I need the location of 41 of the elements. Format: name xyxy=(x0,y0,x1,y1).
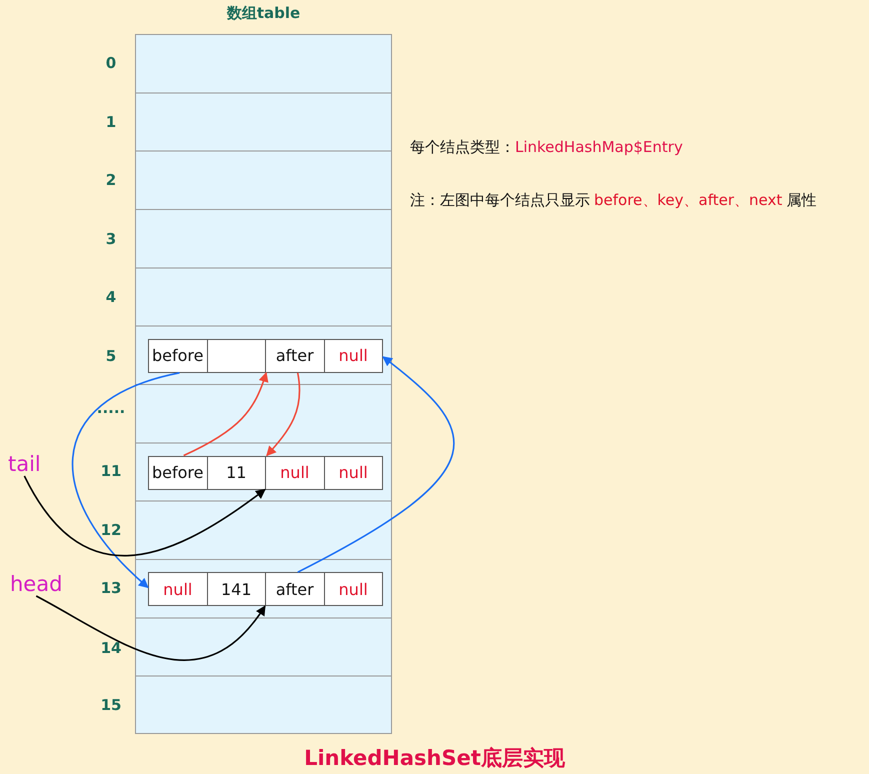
type-name: LinkedHashMap$Entry xyxy=(515,138,683,156)
row-index: 13 xyxy=(100,579,122,597)
blank-cell xyxy=(206,338,266,373)
note-text: 注：左图中每个结点只显示 xyxy=(410,191,590,209)
arrow xyxy=(183,372,268,456)
row-index: 2 xyxy=(104,171,118,189)
row-index: 15 xyxy=(100,696,122,714)
arrow xyxy=(24,476,266,556)
pointer-label: tail xyxy=(8,452,41,476)
row-index: 5 xyxy=(104,347,118,365)
table-title: 数组table xyxy=(226,4,302,23)
entry-cell: after xyxy=(265,572,324,606)
entry-cell: after xyxy=(265,338,324,373)
pointer-label: head xyxy=(10,572,62,596)
caption: LinkedHashSet底层实现 xyxy=(303,745,566,772)
arrow xyxy=(266,372,300,456)
entry-box xyxy=(148,456,382,490)
row-index: 1 xyxy=(104,113,118,131)
field-names: before、key、after、next xyxy=(594,191,782,209)
entry-cell: null xyxy=(148,572,208,606)
entry-cell: null xyxy=(265,456,324,490)
note-text: 属性 xyxy=(786,191,816,209)
entry-cell: null xyxy=(324,572,383,606)
entry-cell: null xyxy=(324,338,383,373)
entry-box xyxy=(148,572,382,606)
entry-cell: 11 xyxy=(206,456,266,490)
row-index: 11 xyxy=(100,462,122,480)
row-index: 3 xyxy=(104,230,118,248)
row-index: 4 xyxy=(104,288,118,306)
arrow xyxy=(36,595,266,661)
row-index: 0 xyxy=(104,54,118,72)
entry-cell: before xyxy=(148,456,208,490)
row-index: 14 xyxy=(100,639,122,657)
row-index: ..... xyxy=(96,399,126,417)
entry-cell: null xyxy=(324,456,383,490)
entry-cell: 141 xyxy=(206,572,266,606)
arrow xyxy=(297,356,454,573)
entry-box xyxy=(148,338,382,373)
note-text: 每个结点类型： xyxy=(410,138,515,156)
row-index: 12 xyxy=(100,521,122,539)
entry-cell: before xyxy=(148,338,208,373)
